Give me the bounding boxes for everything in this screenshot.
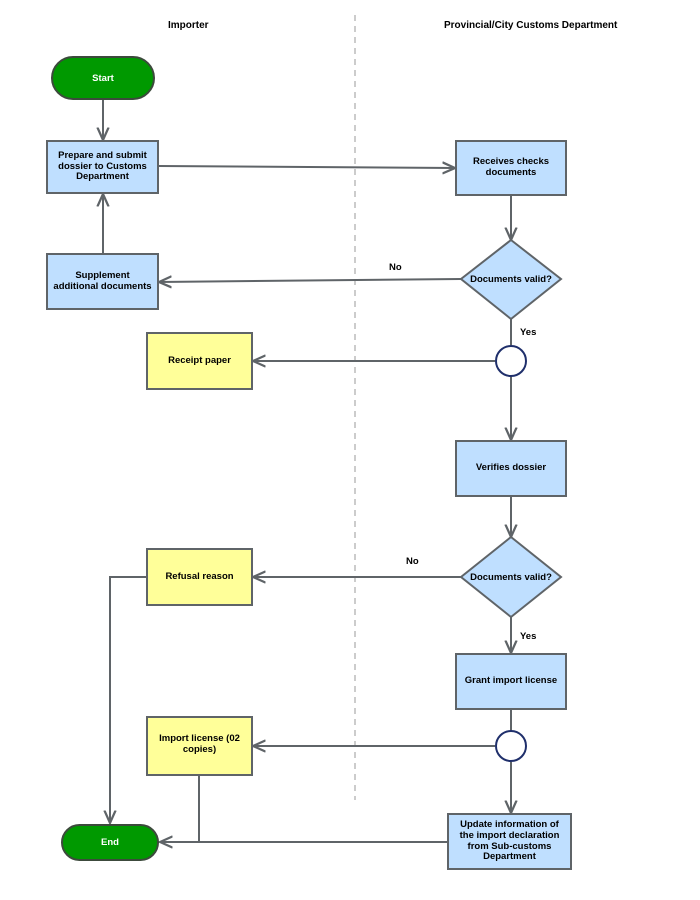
decision-diamond-1 <box>459 238 563 321</box>
verifies-dossier-label: Verifies dossier <box>475 462 547 474</box>
edge-valid1-supplement <box>159 279 462 282</box>
receipt-paper-box: Receipt paper <box>146 332 253 390</box>
connector-circle-1 <box>495 345 527 377</box>
edge-label-yes-2: Yes <box>520 631 537 642</box>
edge-label-yes-1: Yes <box>520 327 537 338</box>
decision-diamond-2 <box>459 535 563 619</box>
edge-label-no-1: No <box>389 262 402 273</box>
edge-refusal-end <box>110 576 146 823</box>
verifies-dossier-box: Verifies dossier <box>455 440 567 497</box>
update-information-box: Update information of the import declara… <box>447 813 572 870</box>
start-terminal: Start <box>51 56 155 100</box>
import-license-box: Import license (02 copies) <box>146 716 253 776</box>
prepare-dossier-box: Prepare and submit dossier to Customs De… <box>46 140 159 194</box>
import-license-label: Import license (02 copies) <box>159 733 240 755</box>
refusal-reason-label: Refusal reason <box>165 570 234 582</box>
lane-title-importer: Importer <box>168 20 209 31</box>
grant-license-box: Grant import license <box>455 653 567 710</box>
receives-checks-box: Receives checks documents <box>455 140 567 196</box>
supplement-documents-box: Supplement additional documents <box>46 253 159 310</box>
end-terminal: End <box>61 824 159 861</box>
grant-license-label: Grant import license <box>464 675 558 687</box>
receipt-paper-label: Receipt paper <box>168 354 231 366</box>
update-information-label: Update information of the import declara… <box>459 818 560 863</box>
connector-circle-2 <box>495 730 527 762</box>
lane-title-customs: Provincial/City Customs Department <box>444 20 618 31</box>
receives-checks-label: Receives checks documents <box>472 156 550 178</box>
start-label: Start <box>92 72 114 84</box>
prepare-dossier-label: Prepare and submit dossier to Customs De… <box>58 149 147 183</box>
edge-label-no-2: No <box>406 556 419 567</box>
refusal-reason-box: Refusal reason <box>146 548 253 606</box>
decision-label-1: Documents valid? <box>470 274 552 285</box>
decision-label-2: Documents valid? <box>470 572 552 583</box>
end-label: End <box>101 837 119 848</box>
supplement-documents-label: Supplement additional documents <box>53 269 152 292</box>
edge-prepare-receives <box>158 166 455 168</box>
